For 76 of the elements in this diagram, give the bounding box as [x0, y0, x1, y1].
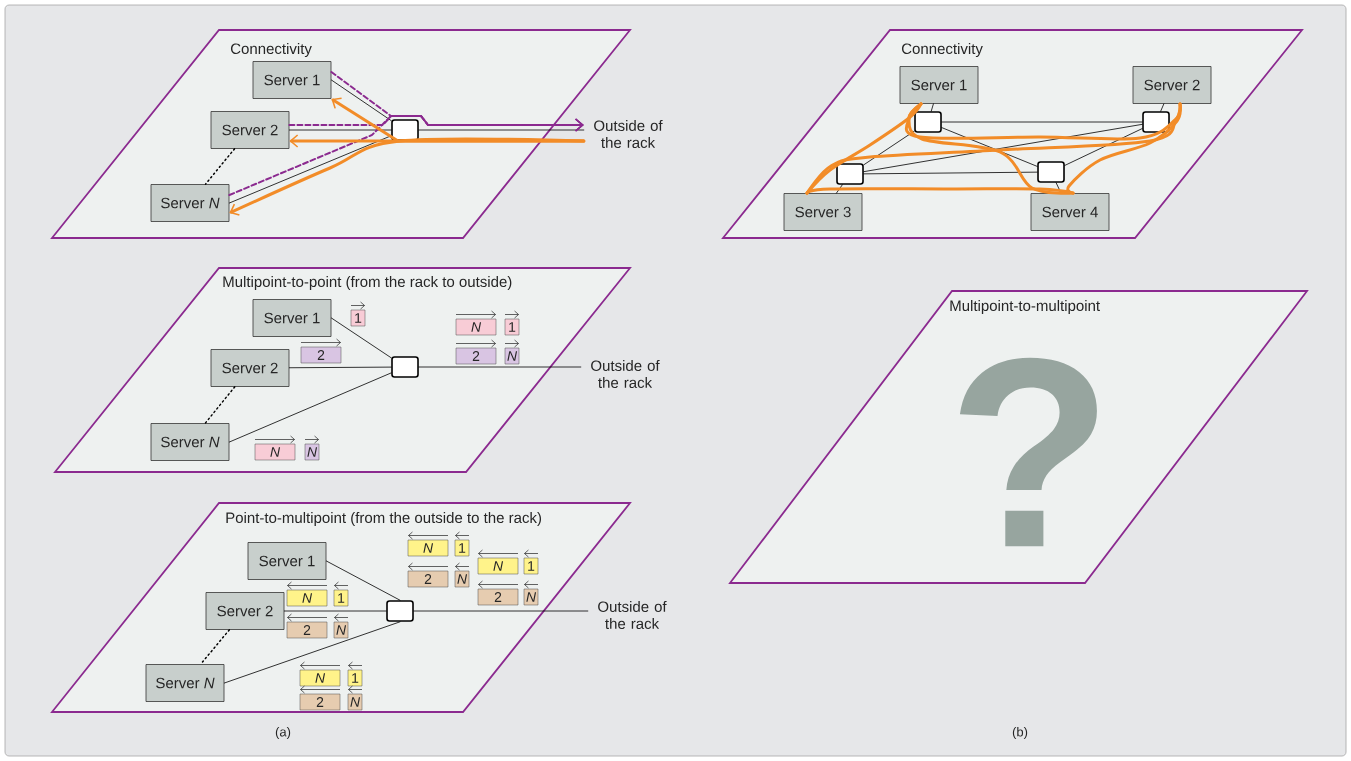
connector-line [418, 129, 585, 131]
packet-box: N [299, 669, 341, 687]
packet-box: N [477, 557, 519, 575]
packet-box: N [504, 347, 520, 365]
switch-box [391, 356, 419, 378]
packet-box: N [523, 588, 539, 606]
packet-box: N [455, 318, 497, 336]
dashed-arrow [228, 115, 584, 196]
connector-line [326, 560, 401, 601]
server-box: Server N [150, 423, 230, 461]
connector-line [289, 366, 392, 369]
connector-line [289, 129, 392, 131]
connector-line [1160, 103, 1165, 112]
connector-line [331, 79, 392, 122]
connector-line [941, 121, 1143, 123]
switch-box [836, 163, 864, 185]
server-box: Server 1 [252, 299, 332, 337]
packet-box: N [407, 539, 449, 557]
packet-box: 2 [455, 347, 497, 365]
connector-line [413, 610, 589, 612]
packet-box: 1 [333, 589, 349, 607]
switch-box [391, 119, 419, 141]
connector-line [224, 621, 401, 684]
question-mark: ? [959, 357, 1097, 547]
server-box: Server 4 [1030, 193, 1110, 231]
server-box: Server 1 [247, 542, 327, 580]
connector-line [863, 130, 915, 166]
server-box: Server 1 [252, 61, 332, 99]
connector-line [331, 317, 392, 359]
switch-box [386, 600, 414, 622]
panel-caption: (b) [1012, 726, 1028, 740]
packet-box: 1 [350, 309, 366, 327]
packet-box: N [333, 621, 349, 639]
packet-box: 1 [454, 539, 470, 557]
packet-box: 2 [299, 693, 341, 711]
path-curve [907, 102, 1075, 195]
connector-line [1064, 128, 1143, 166]
connector-line [418, 366, 582, 368]
packet-box: 2 [407, 570, 449, 588]
packet-box: 1 [347, 669, 363, 687]
arrow [289, 134, 586, 148]
server-box: Server 2 [205, 592, 285, 630]
switch-box [1142, 111, 1170, 133]
connector-line [284, 610, 387, 612]
server-box: Server 2 [210, 111, 290, 149]
packet-box: N [347, 693, 363, 711]
packet-box: N [304, 443, 320, 461]
packet-box: 2 [300, 346, 342, 364]
connector-line [930, 103, 934, 112]
connector-line [863, 123, 1143, 173]
path-curve [805, 187, 1075, 195]
connector-line [836, 184, 843, 194]
connector-line [941, 127, 1038, 167]
packet-box: 2 [286, 621, 328, 639]
switch-box [1037, 161, 1065, 183]
switch-box [914, 111, 942, 133]
arrow [229, 137, 586, 216]
packet-box: 2 [477, 588, 519, 606]
server-box: Server 2 [1132, 66, 1212, 104]
panel-caption: (a) [275, 726, 291, 740]
dotted-line [200, 629, 230, 665]
server-box: Server 2 [210, 349, 290, 387]
packet-box: N [286, 589, 328, 607]
packet-box: N [454, 570, 470, 588]
server-box: Server 3 [783, 193, 863, 231]
server-box: Server N [145, 664, 225, 702]
dotted-line [204, 148, 236, 185]
packet-box: 1 [523, 557, 539, 575]
dotted-line [204, 386, 236, 424]
packet-box: N [254, 443, 296, 461]
connector-line [863, 171, 1038, 175]
connector-line [229, 135, 392, 204]
server-box: Server 1 [899, 66, 979, 104]
server-box: Server N [150, 184, 230, 222]
packet-box: 1 [504, 318, 520, 336]
connector-line [229, 372, 392, 443]
